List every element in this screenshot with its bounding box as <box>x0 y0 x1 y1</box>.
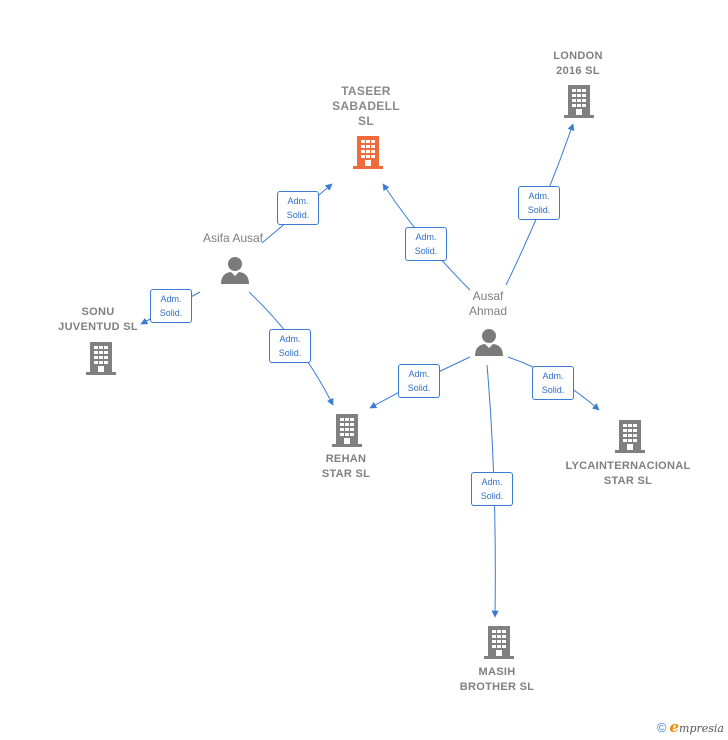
relation-box-asifa-rehan[interactable]: Adm. Solid. <box>269 329 311 363</box>
building-icon[interactable] <box>483 624 515 660</box>
label-line: Ausaf <box>472 289 504 303</box>
relation-box-asifa-taseer[interactable]: Adm. Solid. <box>277 191 319 225</box>
relation-line: Solid. <box>159 308 183 318</box>
label-line: JUVENTUD SL <box>58 321 138 333</box>
label-line: MASIH <box>478 666 516 678</box>
person-icon[interactable] <box>220 255 250 285</box>
relation-line: Solid. <box>407 383 431 393</box>
company-label-rehan[interactable]: REHAN STAR SL <box>322 452 370 482</box>
relation-box-ausaf-taseer[interactable]: Adm. Solid. <box>405 227 447 261</box>
relation-box-asifa-sonu[interactable]: Adm. Solid. <box>150 289 192 323</box>
label-line: SABADELL <box>332 99 400 113</box>
building-icon-highlight[interactable] <box>352 134 384 170</box>
label-line: Ahmad <box>468 304 508 318</box>
relation-line: Adm. <box>287 196 309 206</box>
label-line: 2016 SL <box>556 65 600 77</box>
company-label-lyca[interactable]: LYCAINTERNACIONAL STAR SL <box>565 459 690 489</box>
building-icon[interactable] <box>614 418 646 454</box>
building-icon[interactable] <box>563 83 595 119</box>
relation-box-ausaf-london[interactable]: Adm. Solid. <box>518 186 560 220</box>
company-label-london[interactable]: LONDON 2016 SL <box>553 49 602 79</box>
relation-line: Solid. <box>286 210 310 220</box>
building-icon[interactable] <box>331 412 363 448</box>
relation-line: Solid. <box>480 491 504 501</box>
relation-box-ausaf-lyca[interactable]: Adm. Solid. <box>532 366 574 400</box>
label-line: LONDON <box>553 50 603 62</box>
company-label-masih[interactable]: MASIH BROTHER SL <box>460 665 535 695</box>
label-line: STAR SL <box>603 475 653 487</box>
relation-line: Solid. <box>527 205 551 215</box>
relation-box-ausaf-masih[interactable]: Adm. Solid. <box>471 472 513 506</box>
label-line: BROTHER SL <box>459 681 535 693</box>
label-line: SONU <box>81 306 115 318</box>
person-icon[interactable] <box>474 327 504 357</box>
relation-line: Solid. <box>541 385 565 395</box>
relation-line: Solid. <box>278 348 302 358</box>
label-line: LYCAINTERNACIONAL <box>565 460 691 472</box>
company-label-sonu[interactable]: SONU JUVENTUD SL <box>58 305 138 335</box>
label-line: Asifa Ausaf <box>202 231 264 245</box>
label-line: TASEER <box>341 84 391 98</box>
relation-line: Adm. <box>528 191 550 201</box>
relation-line: Adm. <box>415 232 437 242</box>
building-icon[interactable] <box>85 340 117 376</box>
relation-line: Solid. <box>414 246 438 256</box>
relation-line: Adm. <box>481 477 503 487</box>
brand-logo-text: mpresia <box>679 722 724 735</box>
relation-box-ausaf-rehan[interactable]: Adm. Solid. <box>398 364 440 398</box>
relation-line: Adm. <box>279 334 301 344</box>
footer-branding: ©empresia <box>657 718 724 736</box>
brand-logo-initial: e <box>669 718 680 736</box>
label-line: REHAN <box>325 453 367 465</box>
relation-line: Adm. <box>542 371 564 381</box>
company-label-taseer[interactable]: TASEER SABADELL SL <box>332 84 400 129</box>
person-label-ausaf[interactable]: Ausaf Ahmad <box>469 289 507 319</box>
relation-line: Adm. <box>408 369 430 379</box>
label-line: STAR SL <box>321 468 371 480</box>
label-line: SL <box>358 114 374 128</box>
copyright-icon: © <box>656 720 667 735</box>
relation-line: Adm. <box>160 294 182 304</box>
person-label-asifa[interactable]: Asifa Ausaf <box>203 231 263 246</box>
